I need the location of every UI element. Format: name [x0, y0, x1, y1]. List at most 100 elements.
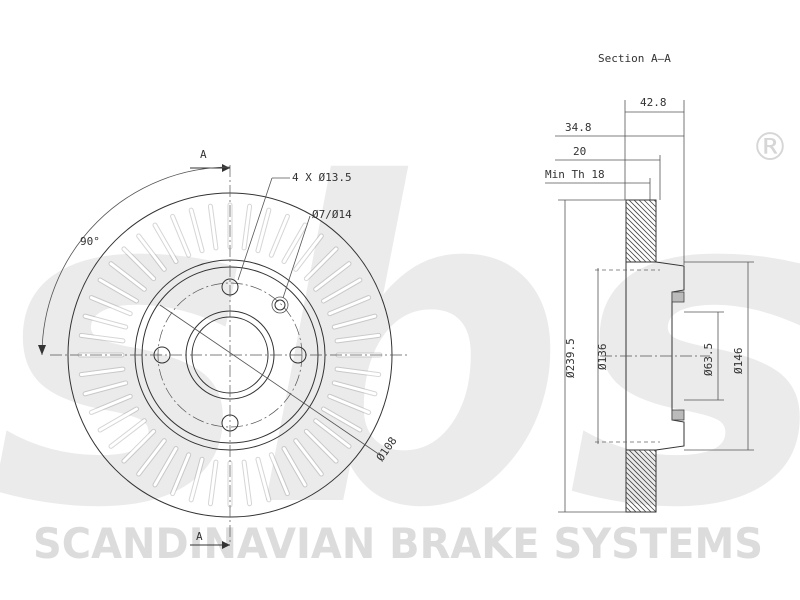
hatching-top: [625, 199, 657, 263]
section-arrow-bottom: [222, 541, 230, 549]
hatch-line: [625, 506, 632, 513]
vent-slot-inner: [294, 439, 323, 476]
company-name-watermark: SCANDINAVIAN BRAKE SYSTEMS: [33, 519, 763, 568]
vent-slot-inner: [109, 262, 146, 291]
vent-slot-inner: [335, 367, 381, 377]
vent-slot-inner: [79, 367, 125, 377]
vent-slot-inner: [89, 296, 132, 316]
hatch-line: [625, 476, 657, 508]
bolt-holes-label: 4 X Ø13.5: [292, 171, 352, 184]
dim-disc-thickness: 20: [573, 145, 586, 158]
hatch-line: [625, 471, 657, 503]
hatch-line: [625, 486, 652, 513]
vent-slot-inner: [122, 429, 156, 463]
vent-slot-inner: [109, 419, 146, 448]
hat-hatch-bottom: [671, 409, 685, 421]
hatch-line: [625, 201, 657, 233]
vent-slot-inner: [171, 453, 191, 496]
vent-slot-inner: [332, 314, 377, 329]
hatch-line: [648, 449, 657, 458]
vent-slot-inner: [322, 278, 362, 303]
dim-hat-diameter: Ø146: [732, 348, 745, 375]
dim-hat-depth: 34.8: [565, 121, 592, 134]
vent-slot-inner: [282, 447, 307, 487]
dim-min-thickness: Min Th 18: [545, 168, 605, 181]
vent-slot-inner: [242, 204, 252, 250]
angle-arrow: [38, 345, 46, 355]
hatch-line: [625, 491, 647, 513]
vent-slot-inner: [269, 453, 289, 496]
hatch-line: [638, 449, 657, 468]
hatching-bottom: [625, 449, 657, 513]
vent-slot-inner: [256, 457, 271, 502]
vent-slot-inner: [83, 381, 128, 396]
hatch-line: [625, 461, 657, 493]
vent-slot-inner: [282, 223, 307, 263]
vent-slot-inner: [137, 439, 166, 476]
hatch-line: [625, 226, 657, 258]
dim-friction-inner-diameter: Ø136: [596, 344, 609, 371]
hatch-line: [625, 231, 657, 263]
vent-slot-inner: [153, 447, 178, 487]
registered-mark: ®: [751, 125, 789, 169]
hatch-line: [625, 451, 657, 483]
vent-slot-inner: [328, 296, 371, 316]
section-title: Section A–A: [598, 52, 671, 65]
hatch-line: [643, 199, 657, 213]
hatch-line: [628, 449, 657, 478]
vent-slot-inner: [98, 278, 138, 303]
vent-slot-inner: [328, 394, 371, 414]
sbs-logo-watermark: sbs ® SCANDINAVIAN BRAKE SYSTEMS: [0, 92, 800, 600]
hatch-line: [638, 199, 657, 218]
vent-slot-inner: [122, 247, 156, 281]
hatch-line: [625, 256, 632, 263]
hatch-line: [625, 456, 657, 488]
hatch-line: [653, 449, 657, 453]
vent-slot-inner: [304, 247, 338, 281]
hatch-line: [625, 496, 642, 513]
section-arrow-top: [222, 164, 230, 172]
hatch-line: [625, 236, 652, 263]
angle-arc: [41, 166, 231, 356]
front-view: A A 90° 4 X Ø13.5 Ø7/Ø14 Ø108: [38, 148, 410, 549]
hatch-line: [625, 216, 657, 248]
section-view: Section A–A 42.8 34.8 20 Min Th 18: [545, 52, 754, 513]
hatch-line: [633, 449, 657, 473]
hatch-line: [625, 211, 657, 243]
vent-slot-inner: [83, 314, 128, 329]
bolt-holes-leader: [237, 177, 273, 281]
dim-overall-thickness: 42.8: [640, 96, 667, 109]
small-hole: [274, 299, 286, 311]
vent-slot-inner: [256, 208, 271, 253]
vent-slot-inner: [335, 333, 381, 343]
small-hole-label: Ø7/Ø14: [312, 208, 352, 221]
vent-slot-inner: [304, 429, 338, 463]
dim-center-bore: Ø63.5: [702, 343, 715, 376]
hatch-line: [633, 199, 657, 223]
small-hole-counterbore: [271, 296, 289, 314]
vent-slot-inner: [208, 204, 218, 250]
hat-hatch-top: [671, 291, 685, 303]
hatch-line: [625, 221, 657, 253]
vent-slot-inner: [314, 419, 351, 448]
diagonal-center-line: [159, 304, 381, 456]
small-hole-leader: [282, 215, 311, 299]
hatch-line: [643, 449, 657, 463]
vent-slot-inner: [294, 234, 323, 271]
vent-slot-inner: [208, 460, 218, 506]
hatch-line: [625, 246, 642, 263]
vent-slot-inner: [269, 214, 289, 257]
logo-text: sbs: [0, 92, 800, 600]
vent-slot-inner: [137, 234, 166, 271]
vent-slot-inner: [189, 208, 204, 253]
vent-slot-inner: [322, 407, 362, 432]
vent-slot-inner: [314, 262, 351, 291]
hatch-line: [648, 199, 657, 208]
hatch-line: [625, 206, 657, 238]
hatch-line: [625, 466, 657, 498]
section-marker-top: A: [200, 148, 207, 161]
section-marker-bottom: A: [196, 530, 203, 543]
vent-slot-inner: [332, 381, 377, 396]
hatch-line: [625, 241, 647, 263]
